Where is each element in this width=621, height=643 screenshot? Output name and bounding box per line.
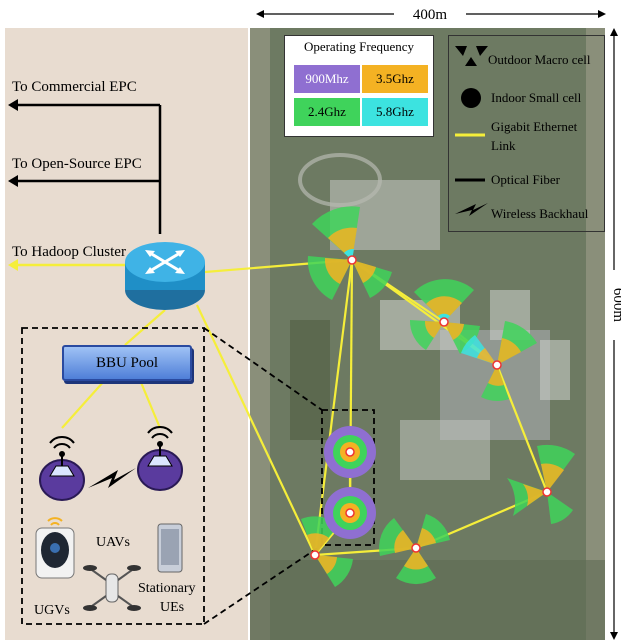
small-cell-legend-icon — [461, 88, 481, 108]
map-terrain — [250, 28, 605, 640]
uav-icon — [83, 565, 141, 611]
wireless-backhaul-bolt — [88, 468, 136, 488]
backhaul-arrows — [8, 99, 162, 271]
macro-cell-5 — [379, 514, 450, 585]
uavs-label: UAVs — [96, 535, 130, 550]
stationary-label-2: UEs — [160, 600, 185, 615]
router-icon — [125, 242, 205, 310]
height-dimension — [610, 28, 618, 640]
symbol-legend — [448, 35, 605, 232]
height-label: 600m — [610, 288, 621, 323]
open-source-epc-label: To Open-Source EPC — [12, 156, 142, 172]
band-2-4ghz: 2.4Ghz — [294, 98, 360, 126]
zoom-dashed-lines — [21, 327, 375, 625]
ugvs-label: UGVs — [34, 603, 70, 618]
band-3-5ghz: 3.5Ghz — [362, 65, 428, 93]
radio-unit-right — [137, 426, 183, 491]
stationary-ue-icon — [157, 523, 183, 573]
macro-cell-legend-label: Outdoor Macro cell — [488, 52, 591, 67]
wireless-legend-label: Wireless Backhaul — [491, 206, 589, 221]
band-5-8ghz: 5.8Ghz — [362, 98, 428, 126]
bbu-pool-box: BBU Pool — [62, 345, 192, 381]
stationary-label-1: Stationary — [138, 581, 196, 596]
band-900mhz: 900Mhz — [294, 65, 360, 93]
fiber-legend-label: Optical Fiber — [491, 172, 560, 187]
small-cell-legend-label: Indoor Small cell — [491, 90, 582, 105]
frequency-legend-title: Operating Frequency — [303, 39, 415, 54]
macro-cell-legend-icon — [455, 46, 488, 66]
macro-cell-4 — [507, 444, 575, 524]
wireless-legend-icon — [455, 203, 488, 216]
ethernet-legend-label-1: Gigabit Ethernet — [491, 119, 578, 134]
macro-cell-3 — [461, 321, 537, 401]
radio-unit-left — [39, 436, 85, 501]
macro-cell-2 — [409, 279, 480, 354]
commercial-epc-label: To Commercial EPC — [12, 79, 137, 95]
width-dimension — [256, 10, 606, 18]
macro-cell-1 — [307, 206, 392, 300]
width-label: 400m — [413, 7, 448, 23]
ugv-icon — [35, 517, 75, 579]
macro-cell-coverage — [301, 206, 575, 587]
hadoop-cluster-label: To Hadoop Cluster — [12, 244, 126, 260]
small-cell-coverage — [324, 426, 376, 539]
ethernet-legend-label-2: Link — [491, 138, 516, 153]
